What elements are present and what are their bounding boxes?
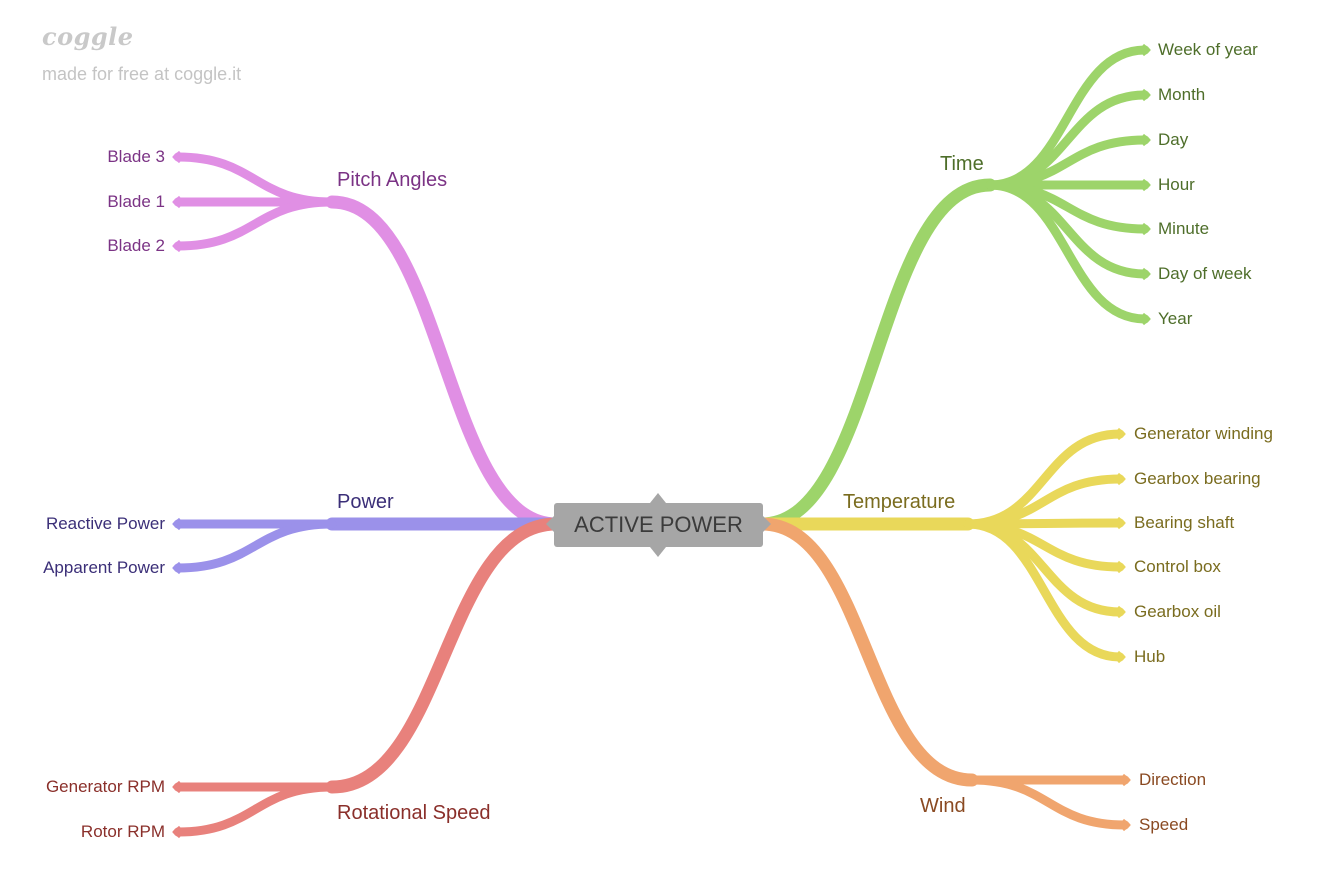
leaf-gearbox-bearing[interactable]: Gearbox bearing	[1134, 469, 1261, 488]
leaf-speed[interactable]: Speed	[1139, 815, 1189, 834]
leaf-gearbox-oil[interactable]: Gearbox oil	[1134, 602, 1221, 621]
rotational-branch-edge	[325, 517, 563, 794]
rotational-leaf-edge-rotor-rpm	[173, 782, 337, 837]
rotational-leaf-tip-rotor-rpm	[172, 825, 181, 839]
wind-leaf-edge-speed	[967, 775, 1130, 830]
coggle-credit-link[interactable]: made for free at coggle.it	[42, 64, 242, 84]
leaf-apparent-power[interactable]: Apparent Power	[43, 558, 165, 577]
power-leaf-tip-reactive-power	[172, 517, 181, 531]
leaf-month[interactable]: Month	[1158, 85, 1206, 104]
leaf-reactive-power[interactable]: Reactive Power	[45, 514, 165, 533]
leaf-day-of-week[interactable]: Day of week	[1158, 264, 1252, 283]
time-branch-label[interactable]: Time	[940, 153, 984, 175]
leaf-hour[interactable]: Hour	[1158, 175, 1195, 194]
time-leaf-tip-day	[1142, 133, 1151, 147]
leaf-control-box[interactable]: Control box	[1134, 557, 1221, 576]
leaf-rotor-rpm[interactable]: Rotor RPM	[80, 822, 165, 841]
power-leaf-edge-apparent-power	[173, 519, 337, 573]
wind-branch-edge	[755, 517, 979, 787]
rotational-leaf-tip-generator-rpm	[172, 780, 181, 794]
temperature-leaf-tip-generator-winding	[1117, 427, 1126, 441]
time-leaf-tip-day-of-week	[1142, 267, 1151, 281]
pitch-leaf-edge-blade-3	[173, 152, 337, 207]
leaf-year[interactable]: Year	[1158, 309, 1193, 328]
time-leaf-edge-year	[985, 180, 1150, 324]
rotational-branch-label[interactable]: Rotational Speed	[337, 802, 491, 824]
temperature-leaf-tip-control-box	[1117, 560, 1126, 574]
leaf-day[interactable]: Day	[1158, 130, 1189, 149]
power-leaf-tip-apparent-power	[172, 561, 181, 575]
wind-leaf-tip-direction	[1122, 773, 1131, 787]
time-leaf-tip-hour	[1142, 178, 1151, 192]
leaf-blade-3[interactable]: Blade 3	[107, 147, 165, 166]
time-branch-edge	[755, 178, 997, 531]
pitch-leaf-tip-blade-1	[172, 195, 181, 209]
root-right-chevron-icon	[763, 516, 771, 532]
root-bottom-notch-icon	[650, 547, 666, 557]
leaf-bearing-shaft[interactable]: Bearing shaft	[1134, 513, 1235, 532]
temperature-leaf-tip-bearing-shaft	[1117, 516, 1126, 530]
root-node-label: ACTIVE POWER	[574, 512, 743, 537]
temperature-leaf-tip-gearbox-bearing	[1117, 472, 1126, 486]
leaf-generator-rpm[interactable]: Generator RPM	[45, 777, 165, 796]
pitch-leaf-tip-blade-3	[172, 150, 181, 164]
time-leaf-tip-week-of-year	[1142, 43, 1151, 57]
root-left-chevron-icon	[546, 516, 554, 532]
temperature-branch-label[interactable]: Temperature	[843, 491, 956, 513]
leaf-week-of-year[interactable]: Week of year	[1158, 40, 1258, 59]
leaf-minute[interactable]: Minute	[1158, 219, 1210, 238]
time-leaf-tip-minute	[1142, 222, 1151, 236]
temperature-leaf-edge-hub	[963, 519, 1125, 662]
leaf-blade-2[interactable]: Blade 2	[107, 236, 165, 255]
leaf-direction[interactable]: Direction	[1139, 770, 1207, 789]
leaf-generator-winding[interactable]: Generator winding	[1134, 424, 1273, 443]
temperature-leaf-tip-gearbox-oil	[1117, 605, 1126, 619]
leaf-hub[interactable]: Hub	[1134, 647, 1166, 666]
wind-branch-label[interactable]: Wind	[920, 795, 966, 817]
pitch-leaf-edge-blade-2	[173, 197, 337, 251]
pitch-branch-edge	[325, 195, 563, 531]
wind-leaf-tip-speed	[1122, 818, 1131, 832]
coggle-logo: coggle	[42, 22, 134, 51]
pitch-leaf-tip-blade-2	[172, 239, 181, 253]
root-node[interactable]	[554, 503, 763, 547]
pitch-branch-label[interactable]: Pitch Angles	[337, 169, 448, 191]
leaf-blade-1[interactable]: Blade 1	[107, 192, 165, 211]
root-top-notch-icon	[650, 493, 666, 503]
temperature-leaf-tip-hub	[1117, 650, 1126, 664]
time-leaf-tip-year	[1142, 312, 1151, 326]
power-branch-label[interactable]: Power	[337, 491, 394, 513]
time-leaf-tip-month	[1142, 88, 1151, 102]
